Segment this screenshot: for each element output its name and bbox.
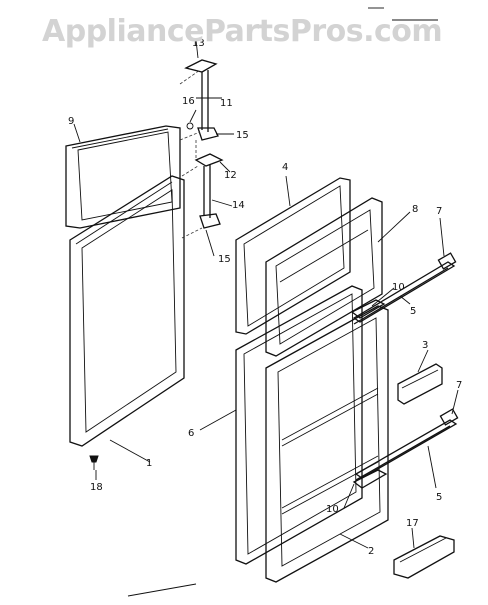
fresh-food-door-liner <box>265 305 389 583</box>
lower-shelf-retainer <box>352 469 388 489</box>
upper-shelf-rail <box>352 252 457 325</box>
butter-dish <box>393 535 455 579</box>
callout-7-upper: 7 <box>436 206 442 217</box>
bottom-hinge-pin <box>89 455 99 470</box>
lower-shelf-rail <box>354 408 459 481</box>
watermark-logo: AppliancePartsPros.com <box>42 14 443 49</box>
freezer-door-gasket <box>65 125 181 229</box>
callout-14: 14 <box>232 200 245 211</box>
callout-8: 8 <box>412 204 418 215</box>
callout-13: 13 <box>192 38 205 49</box>
callout-12: 12 <box>224 170 237 181</box>
callout-labels: 13 9 16 11 15 12 14 15 4 8 7 10 5 3 7 6 … <box>68 38 462 557</box>
callout-4: 4 <box>282 162 288 173</box>
callout-5-lower: 5 <box>436 492 442 503</box>
callout-10-lower: 10 <box>326 504 339 515</box>
freezer-door-panel <box>235 177 351 335</box>
upper-shelf-retainer <box>350 299 386 319</box>
callout-9: 9 <box>68 116 74 127</box>
callout-15-upper: 15 <box>236 130 249 141</box>
callout-15-lower: 15 <box>218 254 231 265</box>
hinge-assembly <box>179 59 224 239</box>
callout-5-upper: 5 <box>410 306 416 317</box>
callout-16: 16 <box>182 96 195 107</box>
callout-18: 18 <box>90 482 103 493</box>
callout-1: 1 <box>146 458 152 469</box>
fresh-food-door-gasket <box>69 175 185 447</box>
callout-6: 6 <box>188 428 194 439</box>
callout-2: 2 <box>368 546 374 557</box>
door-shelf-bin <box>397 363 443 405</box>
leader-lines <box>73 39 459 549</box>
freezer-door-liner <box>265 197 383 357</box>
callout-7-lower: 7 <box>456 380 462 391</box>
fresh-food-door-panel <box>235 285 363 565</box>
callout-11: 11 <box>220 98 233 109</box>
callout-17: 17 <box>406 518 419 529</box>
callout-10-upper: 10 <box>392 282 405 293</box>
callout-3: 3 <box>422 340 428 351</box>
